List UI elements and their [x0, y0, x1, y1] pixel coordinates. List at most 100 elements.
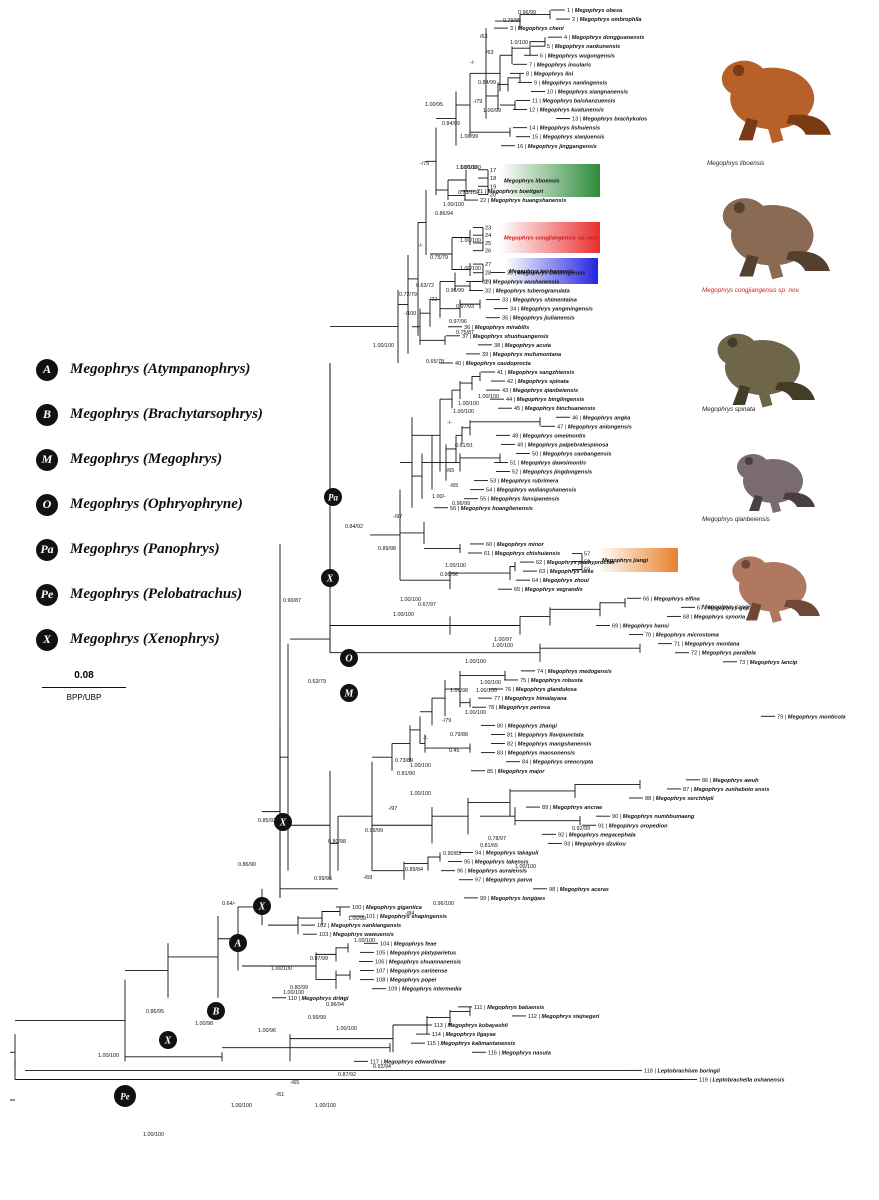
- tip-label: 84 | Megophrys oreocrypta: [522, 760, 593, 766]
- support-value: 1.00/100: [336, 1026, 357, 1032]
- support-value: 0.99/99: [365, 828, 383, 834]
- support-value: 1.00/100: [315, 1103, 336, 1109]
- tip-label: 26: [485, 249, 491, 255]
- support-value: 0.89/84: [405, 867, 423, 873]
- tip-label: 40 | Megophrys caudoprocta: [455, 361, 531, 367]
- support-value: 1.00/100: [98, 1053, 119, 1059]
- svg-text:M: M: [344, 689, 355, 700]
- support-value: 0.84/99: [442, 121, 460, 127]
- svg-text:O: O: [345, 654, 352, 665]
- support-value: -/79: [442, 718, 451, 724]
- support-value: 0.96/99: [452, 501, 470, 507]
- support-value: 0.97/93: [456, 304, 474, 310]
- support-value: 0.64/-: [222, 901, 236, 907]
- support-value: 1.00/-: [432, 494, 446, 500]
- tip-label: 68 | Megophrys synoria: [683, 614, 745, 620]
- clade-marker-Pe: Pe: [114, 1085, 136, 1107]
- tip-label: 5 | Megophrys nankunensis: [547, 44, 620, 50]
- support-value: 0.79/88: [450, 732, 468, 738]
- tip-label: 47 | Megophrys anlongensis: [557, 424, 632, 430]
- support-value: -/65: [290, 1080, 299, 1086]
- tip-label: 22 | Megophrys huangshanensis: [480, 198, 566, 204]
- support-value: -/79: [473, 99, 482, 105]
- scale-label: BPP/UBP: [66, 693, 102, 702]
- tip-label: 98 | Megophrys aceras: [549, 887, 609, 893]
- tip-label: 64 | Megophrys zhoui: [532, 578, 589, 584]
- svg-text:X: X: [164, 1036, 172, 1047]
- support-value: -/69: [363, 875, 372, 881]
- tip-label: 53 | Megophrys rubrimera: [490, 479, 558, 485]
- clade-marker-A: A: [229, 934, 247, 952]
- tip-label: 37 | Megophrys shunhuangensis: [462, 334, 549, 340]
- support-value: 1.00/100: [373, 343, 394, 349]
- support-value: 1.00/100: [465, 659, 486, 665]
- tip-label: 29: [485, 279, 491, 285]
- tip-label: 59: [584, 568, 590, 574]
- support-value: -/97: [388, 806, 397, 812]
- tip-label: 71 | Megophrys montana: [674, 642, 740, 648]
- tip-label: 79 | Megophrys monticola: [777, 714, 846, 720]
- clade-box-lei: [505, 258, 598, 284]
- tip-label: 35 | Megophrys jiulianensis: [502, 316, 575, 322]
- support-value: 1.00/100: [271, 966, 292, 972]
- tip-label: 95 | Megophrys takensis: [464, 860, 529, 866]
- svg-text:X: X: [326, 574, 334, 585]
- support-value: 0.85/92: [258, 818, 276, 824]
- svg-text:Pa: Pa: [328, 493, 338, 503]
- support-value: 1.00/95: [425, 102, 443, 108]
- tip-label: 31 | Megophrys wushanensis: [482, 280, 559, 286]
- support-value: 1.00/100: [410, 763, 431, 769]
- tip-label: 115 | Megophrys kalimantanensis: [427, 1041, 515, 1047]
- support-value: -/100: [404, 311, 416, 317]
- tip-label: 4 | Megophrys dongguanensis: [564, 35, 644, 41]
- tip-label: 8 | Megophrys lini: [526, 71, 574, 77]
- support-value: 1.00/100: [393, 612, 414, 618]
- tip-label: 85 | Megophrys major: [487, 769, 545, 775]
- frog-photo: [717, 333, 815, 408]
- legend-label: Megophrys (Ophryophryne): [70, 496, 243, 512]
- support-value: -/75: [420, 161, 429, 167]
- legend-disc: M: [36, 448, 58, 471]
- tip-label: 49 | Megophrys palpebralespinosa: [517, 442, 608, 448]
- support-value: /63: [486, 50, 494, 56]
- tip-label: 81 | Megophrys flavipunctata: [507, 732, 584, 738]
- tip-label: 41 | Megophrys sangzhiensis: [497, 370, 574, 376]
- legend-label: Megophrys (Brachytarsophrys): [70, 406, 263, 422]
- support-value: 1.00/100: [460, 266, 481, 272]
- support-value: 1.00/100: [458, 401, 479, 407]
- frog-photo: [732, 556, 820, 623]
- support-value: 0.89/98: [378, 546, 396, 552]
- support-value: 1.00/100: [443, 202, 464, 208]
- support-value: 0.73/100: [458, 190, 479, 196]
- support-value: 0.73/89: [395, 758, 413, 764]
- frog-photo-caption: Megophrys jiangi: [702, 604, 750, 611]
- support-value: 0.81/90: [397, 771, 415, 777]
- frog-photo: [721, 60, 831, 144]
- support-value: 1.00/100: [400, 597, 421, 603]
- support-value: 0.75/79: [430, 255, 448, 261]
- tip-label: 105 | Megophrys platyparietus: [376, 950, 456, 956]
- support-value: 1.00/100: [460, 238, 481, 244]
- tip-label: 44 | Megophrys binglingensis: [506, 397, 584, 403]
- support-values: 0.96/990.79/95/631.0/100/63-/-0.84/99-/7…: [98, 10, 590, 1138]
- tree-branches: [10, 9, 775, 1101]
- frog-photo-caption: Megophrys liboensis: [707, 160, 765, 167]
- support-value: 0.90/87: [283, 598, 301, 604]
- tip-label: 19: [490, 184, 496, 190]
- support-value: -/-: [423, 736, 428, 742]
- tip-label: 80 | Megophrys zhangi: [497, 723, 557, 729]
- support-value: 1.00/100: [476, 688, 497, 694]
- tip-label: 118 | Leptobrachium boringii: [644, 1068, 720, 1074]
- tip-label: 18: [490, 176, 496, 182]
- tip-label: 111 | Megophrys baluensis: [474, 1005, 544, 1011]
- tip-label: 94 | Megophrys takaguli: [475, 850, 539, 856]
- clade-name-lei: Megophrys leishanensis: [509, 269, 574, 275]
- support-value: 1.00/96: [258, 1028, 276, 1034]
- support-value: 1.00/100: [515, 864, 536, 870]
- support-value: -/65: [445, 468, 454, 474]
- tip-label: 97 | Megophrys parva: [475, 878, 532, 884]
- tip-label: 60 | Megophrys minor: [486, 542, 545, 548]
- support-value: 1.00/100: [231, 1103, 252, 1109]
- tip-label: 3 | Megophrys cheni: [510, 26, 564, 32]
